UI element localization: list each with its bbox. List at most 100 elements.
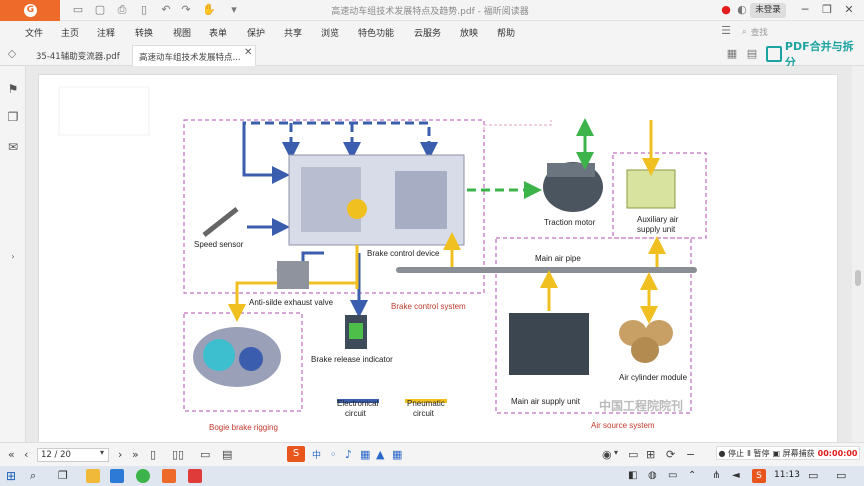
hand-tool-icon[interactable]: ✋	[202, 3, 216, 16]
pdf-merge-split-button[interactable]: PDF合并与拆分	[766, 40, 864, 69]
window-title: 高速动车组技术发展特点及趋势.pdf - 福昕阅读器	[331, 7, 529, 17]
tray-sogou-icon[interactable]: S	[752, 469, 766, 483]
print-icon[interactable]: ⎙	[117, 3, 127, 16]
two-page-icon[interactable]: ▯▯	[172, 448, 185, 461]
label-speed-sensor: Speed sensor	[194, 240, 244, 249]
battery-icon[interactable]: ▭	[668, 470, 678, 481]
menu-convert[interactable]: 转换	[135, 29, 154, 39]
rotate-icon[interactable]: ⟳	[666, 448, 676, 461]
layout-icon[interactable]: ☰	[721, 24, 731, 37]
menu-share[interactable]: 共享	[284, 29, 303, 39]
zoom-out-icon[interactable]: −	[686, 448, 696, 461]
menu-view[interactable]: 视图	[173, 29, 192, 39]
tray-app-icon[interactable]: ◧	[628, 470, 638, 481]
tray-app-2-icon[interactable]: ◍	[648, 470, 657, 481]
pages-icon[interactable]: ❐	[7, 110, 19, 124]
task-view-icon[interactable]: ❐	[58, 469, 68, 482]
ime-punctuation-icon[interactable]: ◦	[330, 448, 337, 461]
volume-icon[interactable]: ◄	[732, 470, 740, 481]
open-folder-icon[interactable]: ▭	[72, 3, 84, 16]
tray-up-icon[interactable]: ⌃	[688, 470, 697, 481]
list-view-icon[interactable]: ▤	[746, 47, 758, 60]
eraser-icon[interactable]: ◇	[7, 47, 17, 60]
customize-toolbar-icon[interactable]: ▾	[231, 3, 237, 16]
prev-page-icon[interactable]: ‹	[24, 448, 29, 461]
comments-icon[interactable]: ✉	[7, 140, 19, 154]
ime-voice-icon[interactable]: ♪	[345, 448, 353, 461]
redo-icon[interactable]: ↷	[181, 3, 191, 16]
recorder-pause-button[interactable]: Ⅱ 暂停	[747, 448, 770, 458]
undo-icon[interactable]: ↶	[161, 3, 171, 16]
page-dropdown-icon[interactable]: ▾	[100, 448, 105, 457]
recorder-capture-button[interactable]: ▣ 屏幕捕获	[772, 448, 815, 458]
taskbar-foxit-icon[interactable]	[162, 469, 176, 483]
windows-start-icon[interactable]: ⊞	[6, 469, 17, 483]
label-main-air-supply: Main air supply unit	[511, 397, 580, 406]
last-page-icon[interactable]: »	[132, 448, 139, 461]
vertical-scrollbar[interactable]	[852, 66, 864, 442]
taskbar-search-icon[interactable]: ⌕	[30, 469, 37, 482]
grid-view-icon[interactable]: ▦	[726, 47, 738, 60]
fit-page-icon[interactable]: ▭	[628, 448, 639, 461]
document-viewport[interactable]: Speed sensor Brake control device Tracti…	[26, 66, 852, 442]
search-input[interactable]: 查找	[750, 28, 768, 38]
recorder-stop-button[interactable]: ● 停止	[718, 448, 745, 458]
bookmark-icon[interactable]: ⚑	[7, 82, 19, 96]
label-pneumatic: Pneumatic	[407, 399, 445, 408]
page-icon[interactable]: ▯	[140, 3, 148, 16]
tab-high-speed-emu[interactable]: 高速动车组技术发展特点...	[132, 45, 256, 66]
action-center-icon[interactable]: ▭	[808, 469, 819, 482]
search-box[interactable]: ⌕ 查找	[742, 25, 862, 39]
label-electronical-2: circuit	[345, 409, 366, 418]
menu-home[interactable]: 主页	[61, 29, 80, 39]
taskbar-app-red-icon[interactable]	[188, 469, 202, 483]
menu-annotate[interactable]: 注释	[97, 29, 116, 39]
desktop-icon[interactable]: ▭	[836, 469, 847, 482]
first-page-icon[interactable]: «	[8, 448, 15, 461]
network-icon[interactable]: ⋔	[712, 470, 721, 481]
restore-icon[interactable]: ❐	[822, 3, 832, 16]
tab-close-icon[interactable]: ✕	[244, 47, 253, 58]
menu-slideshow[interactable]: 放映	[460, 29, 479, 39]
sogou-ime-icon[interactable]: S	[287, 446, 305, 462]
app-menu-button[interactable]: G	[0, 0, 60, 21]
menu-browse[interactable]: 浏览	[321, 29, 340, 39]
expand-panel-icon[interactable]: ›	[11, 252, 15, 261]
speed-sensor-image	[202, 207, 239, 237]
tab-auxiliary-converter[interactable]: 35-41辅助变流器.pdf	[36, 52, 120, 62]
fit-width-icon[interactable]: ⊞	[646, 448, 656, 461]
notification-icon[interactable]: ●	[721, 3, 731, 16]
continuous-icon[interactable]: ▭	[200, 448, 211, 461]
label-air-source-system: Air source system	[591, 421, 655, 430]
next-page-icon[interactable]: ›	[118, 448, 123, 461]
label-aux-air: Auxiliary air	[637, 215, 679, 224]
label-pneumatic-2: circuit	[413, 409, 434, 418]
reading-mode-icon[interactable]: ◉	[602, 448, 612, 461]
ime-toolbox-icon[interactable]: ▦	[392, 448, 403, 461]
file-explorer-icon[interactable]	[86, 469, 100, 483]
scroll-icon[interactable]: ▤	[222, 448, 233, 461]
taskbar-app-blue-icon[interactable]	[110, 469, 124, 483]
menu-form[interactable]: 表单	[209, 29, 228, 39]
reading-mode-dropdown-icon[interactable]: ▾	[614, 448, 619, 457]
page-number-input[interactable]: 12 / 20	[37, 448, 109, 462]
scroll-thumb[interactable]	[855, 270, 861, 286]
ime-keyboard-icon[interactable]: ▦	[360, 448, 371, 461]
skin-icon[interactable]: ◐	[737, 3, 747, 16]
minimize-icon[interactable]: ─	[801, 3, 809, 16]
close-icon[interactable]: ✕	[844, 3, 854, 16]
brake-control-region	[183, 119, 485, 294]
menu-featured[interactable]: 特色功能	[358, 29, 395, 39]
menu-cloud[interactable]: 云服务	[414, 29, 442, 39]
taskbar-clock[interactable]: 11:13	[774, 470, 800, 480]
taskbar-browser-icon[interactable]	[136, 469, 150, 483]
menu-file[interactable]: 文件	[25, 29, 44, 39]
ime-language-toggle[interactable]: 中	[312, 451, 322, 461]
menu-protect[interactable]: 保护	[247, 29, 266, 39]
ime-skin-icon[interactable]: ▲	[376, 448, 385, 461]
menu-help[interactable]: 帮助	[497, 29, 516, 39]
login-button[interactable]: 未登录	[750, 3, 786, 18]
single-page-icon[interactable]: ▯	[150, 448, 157, 461]
save-icon[interactable]: ▢	[94, 3, 106, 16]
pneumatic-to-bogie	[228, 281, 357, 322]
